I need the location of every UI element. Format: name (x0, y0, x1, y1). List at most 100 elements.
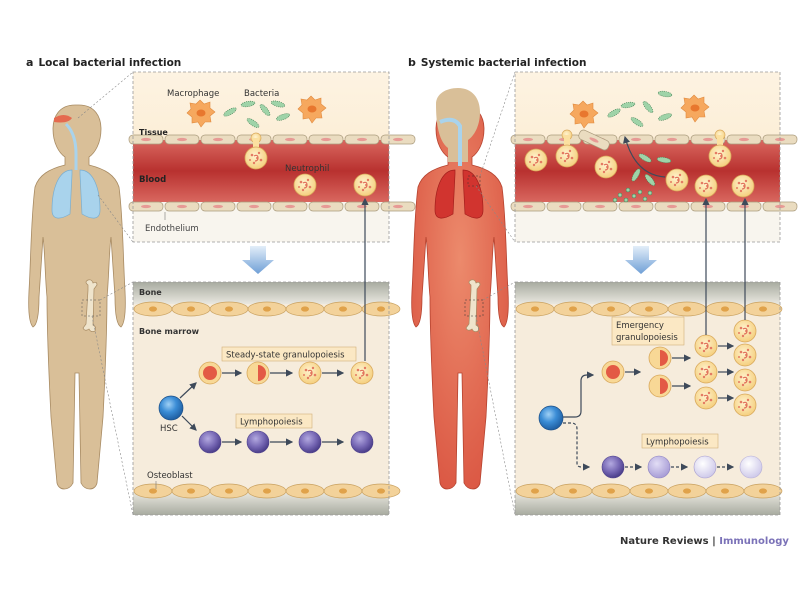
panel-a-title-text: Local bacterial infection (38, 57, 182, 69)
right-lung-a (79, 169, 101, 219)
down-arrow-icon (625, 246, 657, 274)
lymphocyte-icon (693, 455, 717, 479)
panel-b-marrow-box: Emergency granulopoiesis Lymphopoiesis (514, 281, 783, 516)
endothelial-cell-icon (618, 201, 654, 212)
journal-name: Immunology (719, 536, 789, 547)
publisher-name: Nature Reviews (620, 536, 709, 547)
osteoblast-icon (171, 301, 211, 317)
bacteria-cluster-icon (612, 187, 653, 203)
endothelial-cell-icon (690, 201, 726, 212)
promyelocyte-icon (258, 365, 266, 381)
label-lymphopoiesis: Lymphopoiesis (240, 418, 303, 428)
osteoblast-icon (553, 483, 593, 499)
osteoblast-icon (629, 483, 669, 499)
endothelial-cell-icon (308, 201, 344, 212)
osteoblast-icon (629, 301, 669, 317)
airway-a (64, 122, 78, 170)
endothelial-cell-icon (510, 201, 546, 212)
lymphocyte-icon (739, 455, 763, 479)
osteoblast-icon (553, 301, 593, 317)
lymphocyte-icon (647, 455, 671, 479)
hsc-icon (158, 395, 184, 421)
endothelial-cell-icon (546, 201, 582, 212)
panel-b-title-text: Systemic bacterial infection (420, 57, 587, 69)
neutrophil-icon (353, 173, 377, 197)
osteoblast-icon (591, 301, 631, 317)
label-bone: Bone (139, 288, 162, 297)
panel-a-marrow-box: Bone Bone marrow Steady-state granulopoi… (132, 281, 401, 516)
endothelial-cell-icon (618, 134, 654, 145)
panel-a-body (28, 104, 126, 490)
myelocyte-icon (694, 360, 718, 384)
osteoblast-icon (361, 483, 401, 499)
neutrophil-icon (665, 168, 689, 192)
mature-neutrophil-icon (733, 368, 757, 392)
label-hsc: HSC (160, 424, 178, 434)
label-steady-state-granulopoiesis: Steady-state granulopoiesis (226, 351, 345, 361)
neutrophil-icon (594, 155, 618, 179)
panel-b-tissue-box (510, 71, 798, 243)
osteoblast-icon (285, 483, 325, 499)
neutrophil-icon (708, 144, 732, 168)
label-granulopoiesis: granulopoiesis (616, 333, 678, 343)
neutrophil-icon (694, 174, 718, 198)
endothelial-cell-icon (164, 201, 200, 212)
myelocyte-icon (694, 386, 718, 410)
endothelial-cell-icon (308, 134, 344, 145)
endothelial-cell-icon (582, 201, 618, 212)
promyelocyte-icon (648, 374, 672, 398)
osteoblast-icon (515, 301, 555, 317)
osteoblast-icon (743, 301, 783, 317)
osteoblast-icon (591, 483, 631, 499)
mature-neutrophil-icon (733, 393, 757, 417)
label-blood: Blood (139, 175, 166, 185)
osteoblast-icon (209, 301, 249, 317)
label-lymphopoiesis-b: Lymphopoiesis (646, 438, 709, 448)
down-arrow-icon (242, 246, 274, 274)
myelocyte-icon (694, 334, 718, 358)
osteoblast-icon (133, 483, 173, 499)
panel-a-letter: a (26, 56, 34, 69)
neutrophil-icon (293, 173, 317, 197)
neutrophil-icon (244, 146, 268, 170)
osteoblast-icon (743, 483, 783, 499)
endothelial-cell-icon (654, 134, 690, 145)
osteoblast-icon (667, 301, 707, 317)
endothelial-cell-icon (200, 134, 236, 145)
panel-a-title: a Local bacterial infection (26, 56, 181, 69)
osteoblast-icon (705, 483, 745, 499)
left-lung-a (51, 169, 73, 219)
endothelial-cell-icon (272, 134, 308, 145)
femur-b (465, 279, 481, 333)
endothelial-cell-icon (726, 134, 762, 145)
endothelial-cell-icon (236, 201, 272, 212)
neutrophil-icon (555, 144, 579, 168)
nasal-infection-a (54, 115, 72, 123)
myelocyte-icon (298, 361, 322, 385)
neutrophil-icon (731, 174, 755, 198)
label-tissue: Tissue (139, 128, 168, 137)
mature-neutrophil-icon (350, 361, 374, 385)
hsc-icon (538, 405, 564, 431)
osteoblast-icon (667, 483, 707, 499)
mature-neutrophil-icon (733, 343, 757, 367)
endothelial-cell-icon (380, 201, 416, 212)
osteoblast-icon (323, 301, 363, 317)
label-bone-marrow: Bone marrow (139, 327, 200, 336)
lymphocyte-icon (198, 430, 222, 454)
lymphocyte-icon (350, 430, 374, 454)
lymphocyte-icon (298, 430, 322, 454)
myeloblast-icon (606, 365, 620, 379)
osteoblast-icon (247, 301, 287, 317)
endothelial-cell-icon (272, 201, 308, 212)
endothelial-cell-icon (164, 134, 200, 145)
left-lung-b (434, 169, 456, 219)
osteoblast-icon (361, 301, 401, 317)
endothelial-cell-icon (654, 201, 690, 212)
endothelial-cell-icon (380, 134, 416, 145)
mature-neutrophil-icon (733, 319, 757, 343)
airway-b (439, 117, 462, 166)
osteoblast-icon (515, 483, 555, 499)
neutrophil-icon (524, 148, 548, 172)
